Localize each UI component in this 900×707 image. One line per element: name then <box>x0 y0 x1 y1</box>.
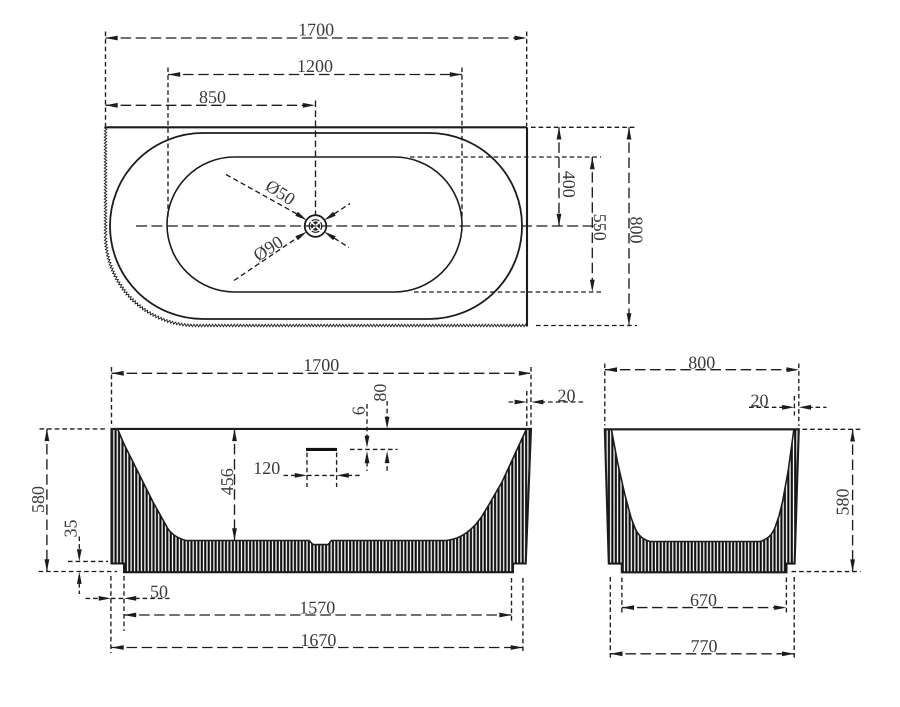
svg-text:850: 850 <box>199 87 226 107</box>
svg-text:456: 456 <box>217 468 237 495</box>
svg-text:1700: 1700 <box>298 20 334 40</box>
svg-text:580: 580 <box>833 489 853 516</box>
svg-text:670: 670 <box>690 590 717 610</box>
svg-text:1670: 1670 <box>300 630 336 650</box>
svg-text:20: 20 <box>751 390 769 410</box>
svg-text:550: 550 <box>590 214 610 241</box>
svg-text:400: 400 <box>559 171 579 198</box>
svg-text:1200: 1200 <box>297 56 333 76</box>
svg-text:1700: 1700 <box>303 355 339 375</box>
svg-text:800: 800 <box>627 217 647 244</box>
svg-text:580: 580 <box>28 486 48 513</box>
svg-text:50: 50 <box>150 581 168 601</box>
svg-text:120: 120 <box>253 458 280 478</box>
svg-text:35: 35 <box>61 520 81 538</box>
svg-text:1570: 1570 <box>299 597 335 617</box>
svg-text:20: 20 <box>558 385 576 405</box>
svg-text:800: 800 <box>688 352 715 372</box>
svg-text:6: 6 <box>348 406 368 415</box>
svg-text:770: 770 <box>691 636 718 656</box>
svg-text:80: 80 <box>370 384 390 402</box>
